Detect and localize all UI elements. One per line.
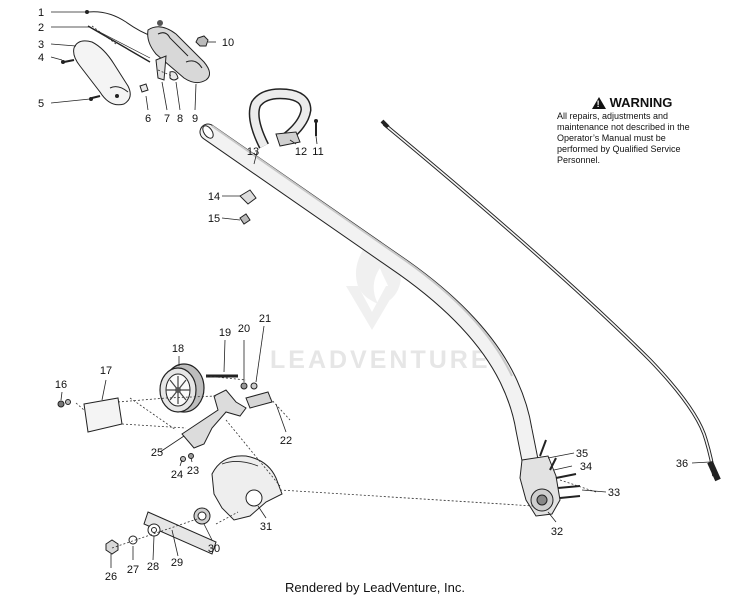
callout-36: 36 <box>676 458 688 470</box>
callout-2: 2 <box>38 22 44 34</box>
edger-wheel <box>159 363 205 413</box>
warning-title: WARNING <box>609 95 673 110</box>
warning-triangle-icon: ! <box>591 97 606 109</box>
callout-21: 21 <box>259 313 271 325</box>
callout-25: 25 <box>151 447 163 459</box>
warning-box: ! WARNING All repairs, adjustments and m… <box>557 96 707 166</box>
callout-33: 33 <box>608 487 620 499</box>
callout-5: 5 <box>38 98 44 110</box>
callout-8: 8 <box>177 113 183 125</box>
throttle-cable <box>87 11 153 37</box>
callout-9: 9 <box>192 113 198 125</box>
callout-11: 11 <box>312 146 323 158</box>
callout-22: 22 <box>280 435 292 447</box>
callout-29: 29 <box>171 557 183 569</box>
wheel-bracket <box>181 389 247 449</box>
callout-1: 1 <box>38 7 44 19</box>
handle-assembly <box>61 10 210 106</box>
callout-15: 15 <box>208 213 220 225</box>
watermark-text: LEADVENTURE <box>270 346 491 374</box>
blade-guard <box>211 455 283 521</box>
main-shaft <box>199 123 541 479</box>
callout-32: 32 <box>551 526 563 538</box>
callout-35: 35 <box>576 448 588 460</box>
callout-28: 28 <box>147 561 159 573</box>
ground-wire <box>87 25 151 63</box>
edger-blade <box>143 511 217 555</box>
debris-flap <box>83 397 123 433</box>
callout-20: 20 <box>238 323 250 335</box>
callout-12: 12 <box>295 146 307 158</box>
callout-4: 4 <box>38 52 44 64</box>
callout-24: 24 <box>171 469 183 481</box>
callout-19: 19 <box>219 327 231 339</box>
callout-labels: 1 2 3 4 5 6 7 8 9 10 11 12 13 14 15 16 1… <box>38 7 688 583</box>
callout-16: 16 <box>55 379 67 391</box>
callout-31: 31 <box>260 521 272 533</box>
gear-head <box>519 439 581 517</box>
loop-handle <box>248 88 318 149</box>
callout-30: 30 <box>208 543 220 555</box>
callout-3: 3 <box>38 39 44 51</box>
warning-heading: ! WARNING <box>557 96 707 110</box>
drive-shaft <box>380 119 721 482</box>
callout-34: 34 <box>580 461 592 473</box>
callout-10: 10 <box>222 37 234 49</box>
handle-housing-left <box>73 40 131 106</box>
callout-13: 13 <box>247 146 259 158</box>
callout-6: 6 <box>145 113 151 125</box>
handle-housing-right <box>147 26 210 84</box>
callout-27: 27 <box>127 564 139 576</box>
footer-credit: Rendered by LeadVenture, Inc. <box>285 580 465 595</box>
leader-lines <box>50 11 711 568</box>
callout-18: 18 <box>172 343 184 355</box>
spacer-22 <box>245 391 273 409</box>
warning-text: All repairs, adjustments and maintenance… <box>557 111 690 165</box>
throttle-trigger <box>155 55 167 81</box>
callout-17: 17 <box>100 365 112 377</box>
callout-14: 14 <box>208 191 220 203</box>
callout-26: 26 <box>105 571 117 583</box>
callout-7: 7 <box>164 113 170 125</box>
callout-23: 23 <box>187 465 199 477</box>
